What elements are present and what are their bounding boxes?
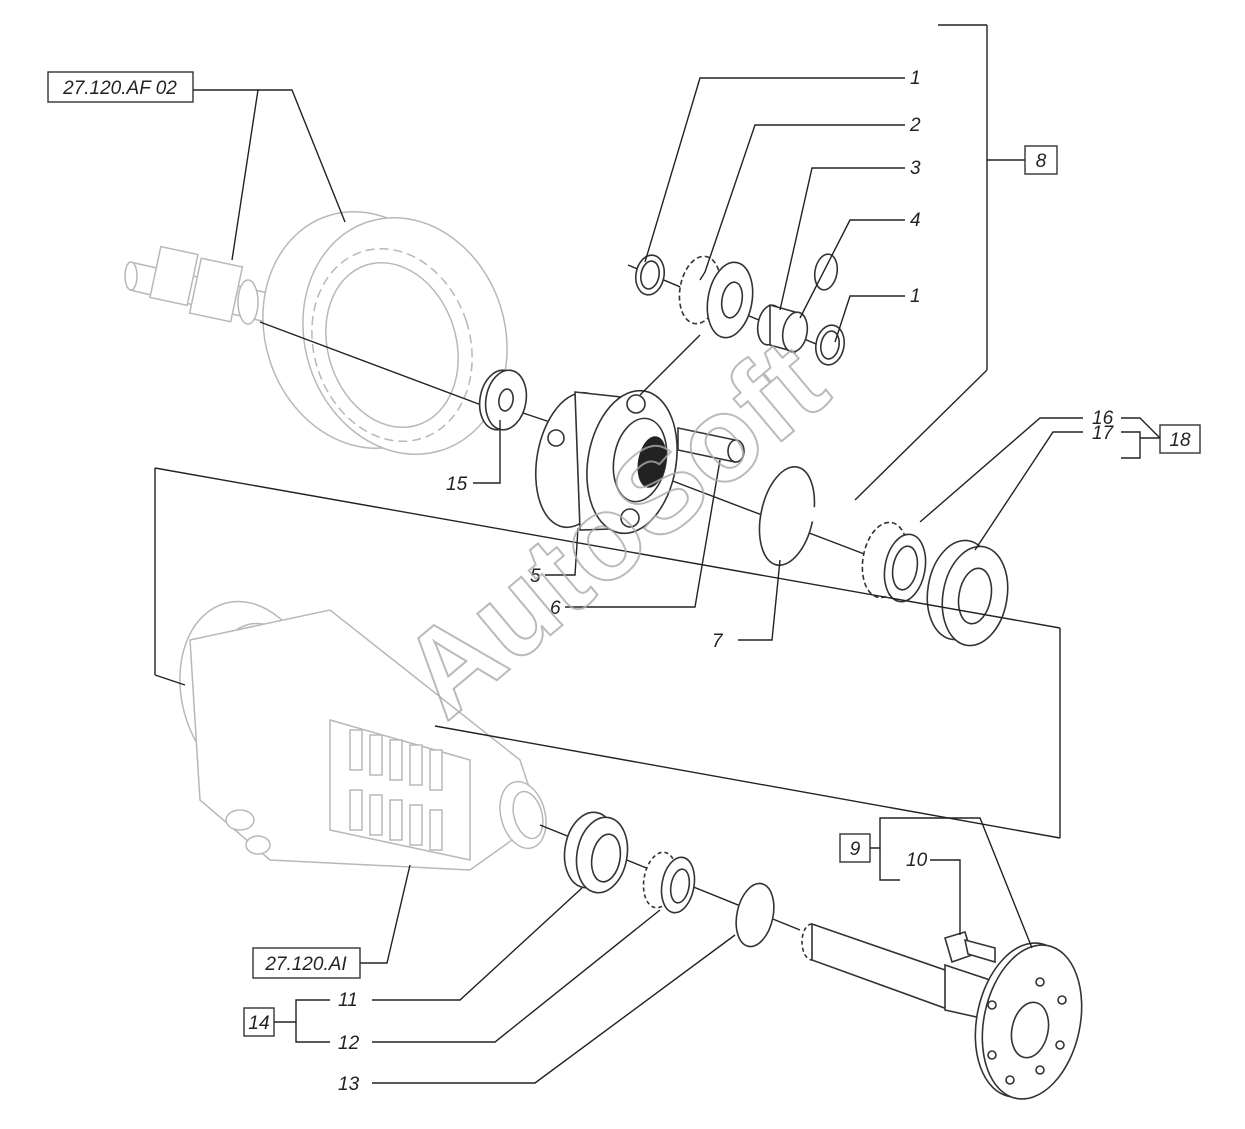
part-bolt xyxy=(944,931,996,964)
reference-label-housing: 27.120.AI xyxy=(264,954,347,975)
part-planet-gear xyxy=(678,255,754,339)
group-box-8[interactable]: 8 xyxy=(1024,145,1058,175)
group-box-14[interactable]: 14 xyxy=(243,1007,275,1037)
part-bearing-cone xyxy=(861,521,927,603)
callout-3: 3 xyxy=(910,158,921,179)
callout-16: 16 xyxy=(1092,408,1114,429)
callout-10: 10 xyxy=(906,850,928,871)
callout-7: 7 xyxy=(712,631,724,652)
part-bearing-cup xyxy=(926,539,1009,647)
callout-5: 5 xyxy=(530,566,541,587)
callout-6: 6 xyxy=(550,598,561,619)
callout-1-lower: 1 xyxy=(910,286,921,307)
part-planet-pin xyxy=(677,427,745,463)
axle-housing-ref xyxy=(179,600,547,871)
part-ring-4 xyxy=(813,253,839,291)
input-shaft-ref xyxy=(124,245,301,331)
ring-gear-ref xyxy=(262,211,508,455)
callout-17: 17 xyxy=(1092,423,1115,444)
part-snap-ring xyxy=(758,465,816,567)
callout-2: 2 xyxy=(909,115,921,136)
callout-1-upper: 1 xyxy=(910,68,921,89)
part-lower-bearing-cone xyxy=(642,851,696,914)
callout-12: 12 xyxy=(338,1033,360,1054)
part-shim-1a xyxy=(634,254,666,296)
callout-4: 4 xyxy=(910,210,921,231)
leader-lines xyxy=(193,77,1161,1084)
part-axle-shaft xyxy=(801,922,1083,1100)
part-needle-bearing xyxy=(756,303,809,354)
group-label-18: 18 xyxy=(1169,430,1191,451)
callout-13: 13 xyxy=(338,1074,360,1095)
reference-label-top: 27.120.AF 02 xyxy=(62,78,177,99)
part-lower-bearing-cup xyxy=(563,811,629,894)
group-label-8: 8 xyxy=(1036,151,1047,172)
part-thrust-washer xyxy=(478,369,528,431)
part-planet-carrier xyxy=(534,389,678,535)
group-box-18[interactable]: 18 xyxy=(1159,424,1201,454)
part-lower-snap-ring xyxy=(735,882,775,948)
group-label-14: 14 xyxy=(248,1013,269,1034)
part-shim-1b xyxy=(814,324,846,366)
reference-box-housing[interactable]: 27.120.AI xyxy=(252,947,361,979)
callout-11: 11 xyxy=(338,990,358,1011)
group-box-9[interactable]: 9 xyxy=(839,833,871,863)
callout-15: 15 xyxy=(446,474,468,495)
group-label-9: 9 xyxy=(850,839,861,860)
reference-box-top[interactable]: 27.120.AF 02 xyxy=(47,71,194,103)
